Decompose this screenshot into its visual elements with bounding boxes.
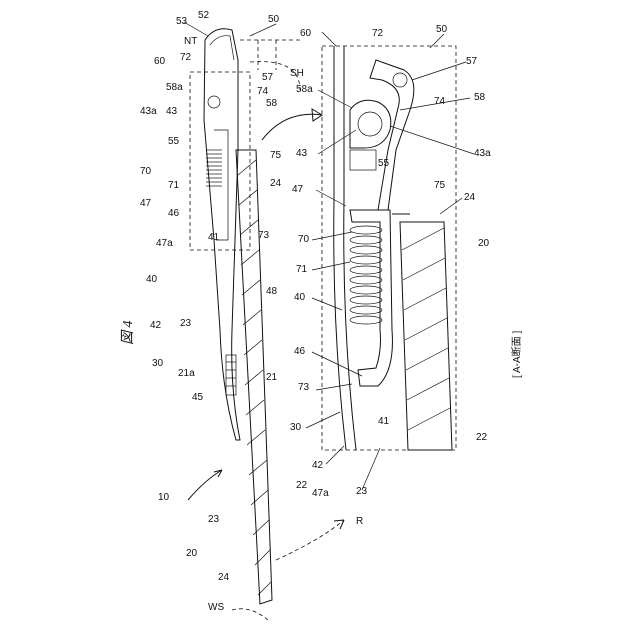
label: 52 xyxy=(198,10,210,21)
label: 42 xyxy=(150,320,162,331)
label: SH xyxy=(290,68,304,79)
left-assembly xyxy=(188,29,300,620)
label: 71 xyxy=(168,180,180,191)
label: 43a xyxy=(140,106,157,117)
label: 23 xyxy=(208,514,220,525)
label: 47 xyxy=(292,184,304,195)
label: 30 xyxy=(290,422,302,433)
label: 58 xyxy=(474,92,486,103)
label: 50 xyxy=(436,24,448,35)
label: 43 xyxy=(166,106,178,117)
label: 23 xyxy=(356,486,368,497)
label: 72 xyxy=(180,52,192,63)
label: 43 xyxy=(296,148,308,159)
label: 24 xyxy=(464,192,476,203)
label: 24 xyxy=(218,572,230,583)
panel-hatch-right xyxy=(402,228,450,430)
label: 55 xyxy=(168,136,180,147)
rotation-arrow xyxy=(276,520,344,560)
label: 23 xyxy=(180,318,192,329)
label: 10 xyxy=(158,492,170,503)
left-labels: 53 52 50 NT 60 72 58a 74 43a 43 57 SH 58… xyxy=(140,10,308,613)
leader-lines xyxy=(184,22,474,490)
label: 21a xyxy=(178,368,195,379)
label: R xyxy=(356,516,363,527)
label: 75 xyxy=(434,180,446,191)
label: 50 xyxy=(268,14,280,25)
label: 42 xyxy=(312,460,324,471)
label: 60 xyxy=(300,28,312,39)
label: 57 xyxy=(466,56,478,67)
label: 70 xyxy=(140,166,152,177)
label: 57 xyxy=(262,72,274,83)
label: 70 xyxy=(298,234,310,245)
label: NT xyxy=(184,36,197,47)
label: 30 xyxy=(152,358,164,369)
figure-title: 図 4 xyxy=(120,321,136,346)
label: 73 xyxy=(298,382,310,393)
spring-right xyxy=(350,226,382,324)
label: 40 xyxy=(146,274,158,285)
label: 71 xyxy=(296,264,308,275)
label: 46 xyxy=(168,208,180,219)
label: 41 xyxy=(208,232,220,243)
label: 58a xyxy=(296,84,313,95)
label: 58a xyxy=(166,82,183,93)
label: 22 xyxy=(476,432,488,443)
label: 75 xyxy=(270,150,282,161)
label: 74 xyxy=(434,96,446,107)
label: 60 xyxy=(154,56,166,67)
label: 40 xyxy=(294,292,306,303)
label: WS xyxy=(208,602,224,613)
label: 74 xyxy=(257,86,269,97)
label: 20 xyxy=(478,238,490,249)
section-caption: [ A-A断面 ] xyxy=(510,331,523,378)
label: 47a xyxy=(312,488,329,499)
label: 45 xyxy=(192,392,204,403)
label: 72 xyxy=(372,28,384,39)
label: 47a xyxy=(156,238,173,249)
label: 53 xyxy=(176,16,188,27)
label: 43a xyxy=(474,148,491,159)
label: 21 xyxy=(266,372,278,383)
label: 55 xyxy=(378,158,390,169)
label: 22 xyxy=(296,480,308,491)
label: 20 xyxy=(186,548,198,559)
label: 48 xyxy=(266,286,278,297)
label: 58 xyxy=(266,98,278,109)
label: 24 xyxy=(270,178,282,189)
label: 47 xyxy=(140,198,152,209)
label: 41 xyxy=(378,416,390,427)
label: 46 xyxy=(294,346,306,357)
label: 73 xyxy=(258,230,270,241)
